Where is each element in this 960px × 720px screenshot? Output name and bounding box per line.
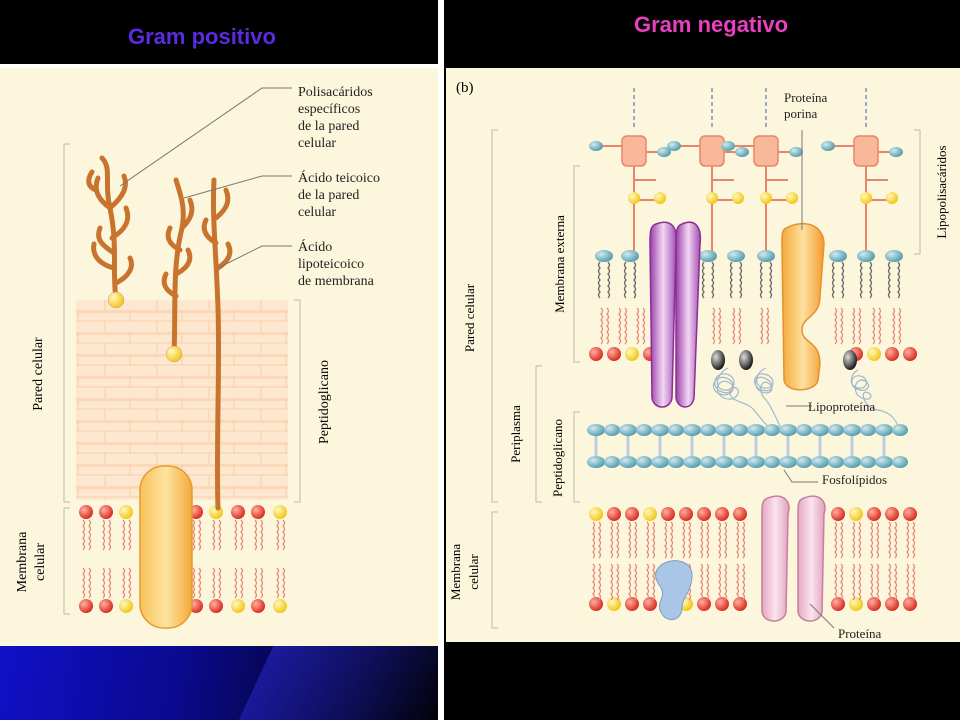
membrane-protein bbox=[139, 465, 193, 629]
label-teicoico-3: celular bbox=[298, 205, 336, 220]
label-periplasma: Periplasma bbox=[508, 405, 523, 463]
label-teicoico-1: Ácido teicoico bbox=[298, 169, 380, 186]
label-membrana: Membrana bbox=[15, 531, 30, 592]
label-peptidoglicano-neg: Peptidoglicano bbox=[550, 419, 565, 497]
label-celular-neg: celular bbox=[466, 554, 481, 590]
lipid-head bbox=[119, 599, 133, 613]
lipid-head bbox=[119, 505, 133, 519]
label-proteina: Proteína bbox=[838, 626, 882, 641]
label-lipoteicoico-1: Ácido bbox=[298, 238, 332, 255]
label-lipoteicoico-2: lipoteicoico bbox=[298, 257, 364, 272]
lipid-head bbox=[209, 599, 223, 613]
label-b: (b) bbox=[456, 80, 474, 96]
porin-protein bbox=[781, 223, 825, 391]
inner-membrane bbox=[589, 507, 917, 611]
lipid-head bbox=[273, 505, 287, 519]
gram-negative-diagram: (b) Pared celular Membrana externa Perip… bbox=[446, 68, 960, 642]
outer-membrane-protein bbox=[649, 221, 702, 408]
polysaccharide-branch bbox=[86, 155, 134, 303]
lipid-head bbox=[99, 599, 113, 613]
label-polisacaridos-1: Polisacáridos bbox=[298, 85, 373, 100]
gram-negative-svg: (b) Pared celular Membrana externa Perip… bbox=[448, 80, 949, 641]
label-lipoproteina: Lipoproteína bbox=[808, 399, 875, 414]
lipid-head bbox=[251, 599, 265, 613]
lipid-head bbox=[273, 599, 287, 613]
lipid-head bbox=[99, 505, 113, 519]
label-polisacaridos-4: celular bbox=[298, 136, 336, 151]
label-peptidoglicano: Peptidoglicano bbox=[317, 360, 332, 444]
label-polisacaridos-3: de la pared bbox=[298, 119, 359, 134]
outer-membrane bbox=[589, 250, 917, 370]
lipid-bilayer bbox=[79, 505, 287, 613]
label-membrana-neg: Membrana bbox=[448, 544, 463, 601]
label-celular: celular bbox=[33, 543, 48, 581]
label-teicoico-2: de la pared bbox=[298, 188, 359, 203]
gram-positive-diagram: Pared celular Peptidoglicano Membrana ce… bbox=[0, 68, 438, 646]
gram-positive-svg: Pared celular Peptidoglicano Membrana ce… bbox=[15, 85, 380, 629]
label-pared-celular-neg: Pared celular bbox=[462, 283, 477, 352]
title-gram-positive: Gram positivo bbox=[128, 24, 276, 49]
label-proteina-porina-2: porina bbox=[784, 106, 817, 121]
right-labels: Polisacáridos específicos de la pared ce… bbox=[298, 85, 380, 289]
lipoteichoic-acid bbox=[201, 177, 233, 511]
label-proteina-porina-1: Proteína bbox=[784, 90, 828, 105]
slide-decoration bbox=[0, 646, 438, 720]
label-membrana-externa: Membrana externa bbox=[552, 215, 567, 313]
label-pared-celular: Pared celular bbox=[31, 337, 46, 411]
lipid-head bbox=[231, 599, 245, 613]
lipid-head bbox=[231, 505, 245, 519]
lipopolysaccharides bbox=[589, 88, 903, 252]
label-lipoteicoico-3: de membrana bbox=[298, 274, 375, 289]
label-lipopolisacaridos: Lipopolisacáridos bbox=[934, 145, 949, 238]
inner-membrane-protein bbox=[761, 495, 826, 622]
peptidoglycan-layer bbox=[587, 424, 908, 468]
lipoprotein-coils bbox=[712, 367, 901, 435]
panel-divider-vertical bbox=[438, 0, 444, 720]
label-polisacaridos-2: específicos bbox=[298, 102, 360, 117]
lipid-head bbox=[79, 505, 93, 519]
lipid-head bbox=[251, 505, 265, 519]
teichoic-acid bbox=[161, 177, 195, 357]
blue-protein bbox=[655, 560, 693, 621]
label-fosfolipidos: Fosfolípidos bbox=[822, 472, 887, 487]
peptidoglycan-layer bbox=[76, 300, 288, 500]
title-gram-negative: Gram negativo bbox=[634, 12, 789, 37]
lipid-head bbox=[79, 599, 93, 613]
